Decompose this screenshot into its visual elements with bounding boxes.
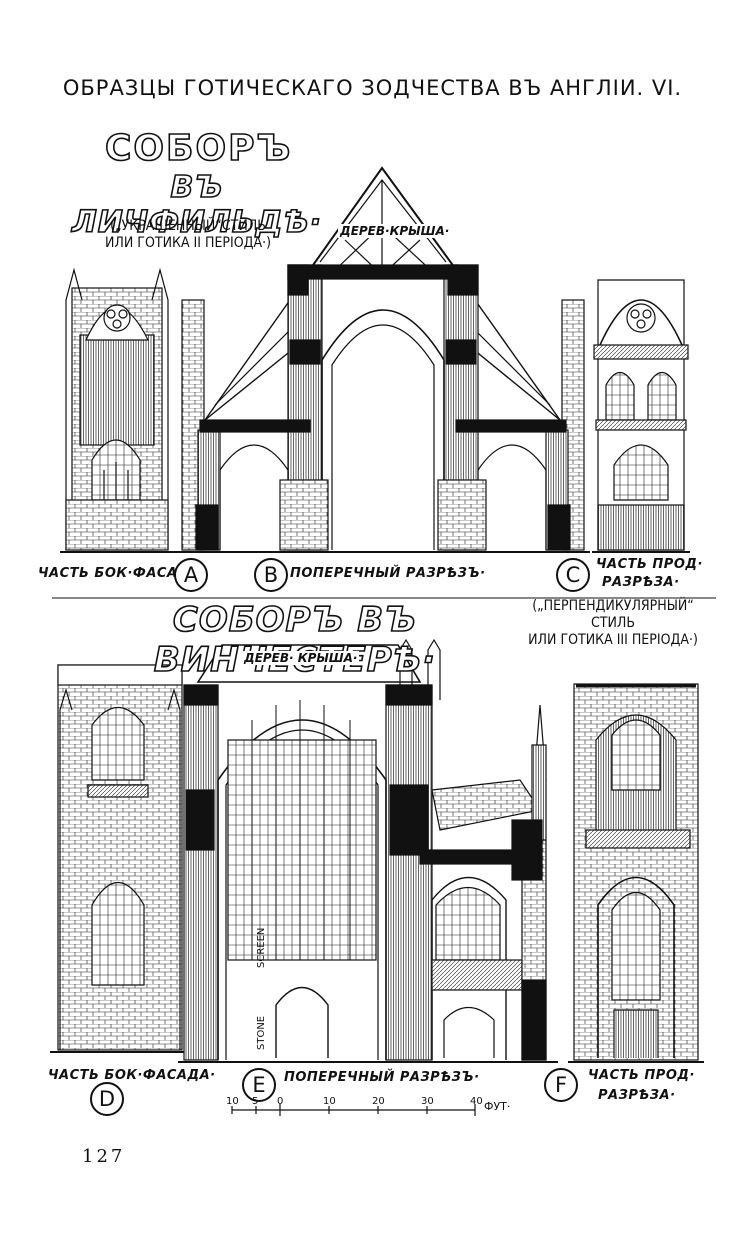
page-title: ОБРАЗЦЫ ГОТИЧЕСКАГО ЗОДЧЕСТВА ВЪ АНГЛIИ.… xyxy=(62,76,683,100)
label-circle-f: F xyxy=(544,1068,578,1102)
winchester-style-note: („ПЕРПЕНДИКУЛЯРНЫЙ“ СТИЛЬ ИЛИ ГОТИКА III… xyxy=(528,598,698,649)
winchester-style-line3: ИЛИ ГОТИКА III ПЕРIОДА·) xyxy=(528,632,698,648)
winchester-roof-label: ДЕРЕВ· КРЫША· xyxy=(242,651,360,665)
lichfield-style-note: („УКРАШЕННЫЙ“СТИЛЬ ИЛИ ГОТИКА II ПЕРIОДА… xyxy=(83,218,293,252)
lichfield-side-facade-drawing xyxy=(60,267,176,553)
winchester-style-line1: („ПЕРПЕНДИКУЛЯРНЫЙ“ xyxy=(532,598,694,614)
lichfield-cross-section-drawing xyxy=(176,166,590,553)
caption-f-line1: ЧАСТЬ ПРОД· xyxy=(588,1068,695,1083)
lichfield-longitudinal-section-drawing xyxy=(592,279,690,553)
page-number: 127 xyxy=(82,1146,126,1167)
scale-tick-label: 20 xyxy=(372,1096,385,1107)
winchester-longitudinal-section-drawing xyxy=(568,683,704,1063)
scale-tick-label: 5 xyxy=(252,1096,259,1107)
lichfield-roof-label: ДЕРЕВ·КРЫША· xyxy=(338,224,452,238)
caption-c-line1: ЧАСТЬ ПРОД· xyxy=(596,557,703,572)
label-circle-e: E xyxy=(242,1068,276,1102)
label-circle-b: B xyxy=(254,558,288,592)
scale-tick-label: 10 xyxy=(226,1096,239,1107)
stone-label: STONE xyxy=(256,1015,267,1050)
label-circle-a: A xyxy=(174,558,208,592)
scale-tick-label: 10 xyxy=(323,1096,336,1107)
scale-unit: ФУТ· xyxy=(484,1100,511,1113)
scale-bar-graphic xyxy=(231,1104,476,1116)
winchester-title: СОБОРЪ ВЪ ВИНЧЕСТЕРѢ· xyxy=(153,599,436,681)
winchester-side-facade-drawing xyxy=(50,664,186,1053)
lichfield-title-line1: СОБОРЪ xyxy=(104,127,293,170)
caption-e: ПОПЕРЕЧНЫЙ РАЗРѢЗЪ· xyxy=(284,1070,480,1085)
lichfield-style-line2: ИЛИ ГОТИКА II ПЕРIОДА·) xyxy=(104,235,272,251)
label-circle-c: C xyxy=(556,558,590,592)
caption-d: ЧАСТЬ БОК·ФАСАДА· xyxy=(48,1068,216,1083)
scale-tick-label: 30 xyxy=(421,1096,434,1107)
winchester-cross-section-drawing xyxy=(178,638,558,1063)
caption-c-line2: РАЗРѢЗА· xyxy=(602,575,680,590)
winchester-style-line2: СТИЛЬ xyxy=(590,615,636,631)
label-circle-d: D xyxy=(90,1082,124,1116)
lichfield-title-line2: ВЪ ЛИЧФИЛЬДѢ· xyxy=(71,169,323,241)
lichfield-style-line1: („УКРАШЕННЫЙ“СТИЛЬ xyxy=(110,218,266,234)
caption-b: ПОПЕРЕЧНЫЙ РАЗРѢЗЪ· xyxy=(290,566,486,581)
scale-tick-label: 40 xyxy=(470,1096,483,1107)
scale-tick-label: 0 xyxy=(277,1096,284,1107)
caption-f-line2: РАЗРѢЗА· xyxy=(598,1088,676,1103)
screen-label: SCREEN xyxy=(256,927,267,968)
caption-a: ЧАСТЬ БОК·ФАСАДА· xyxy=(38,566,206,581)
